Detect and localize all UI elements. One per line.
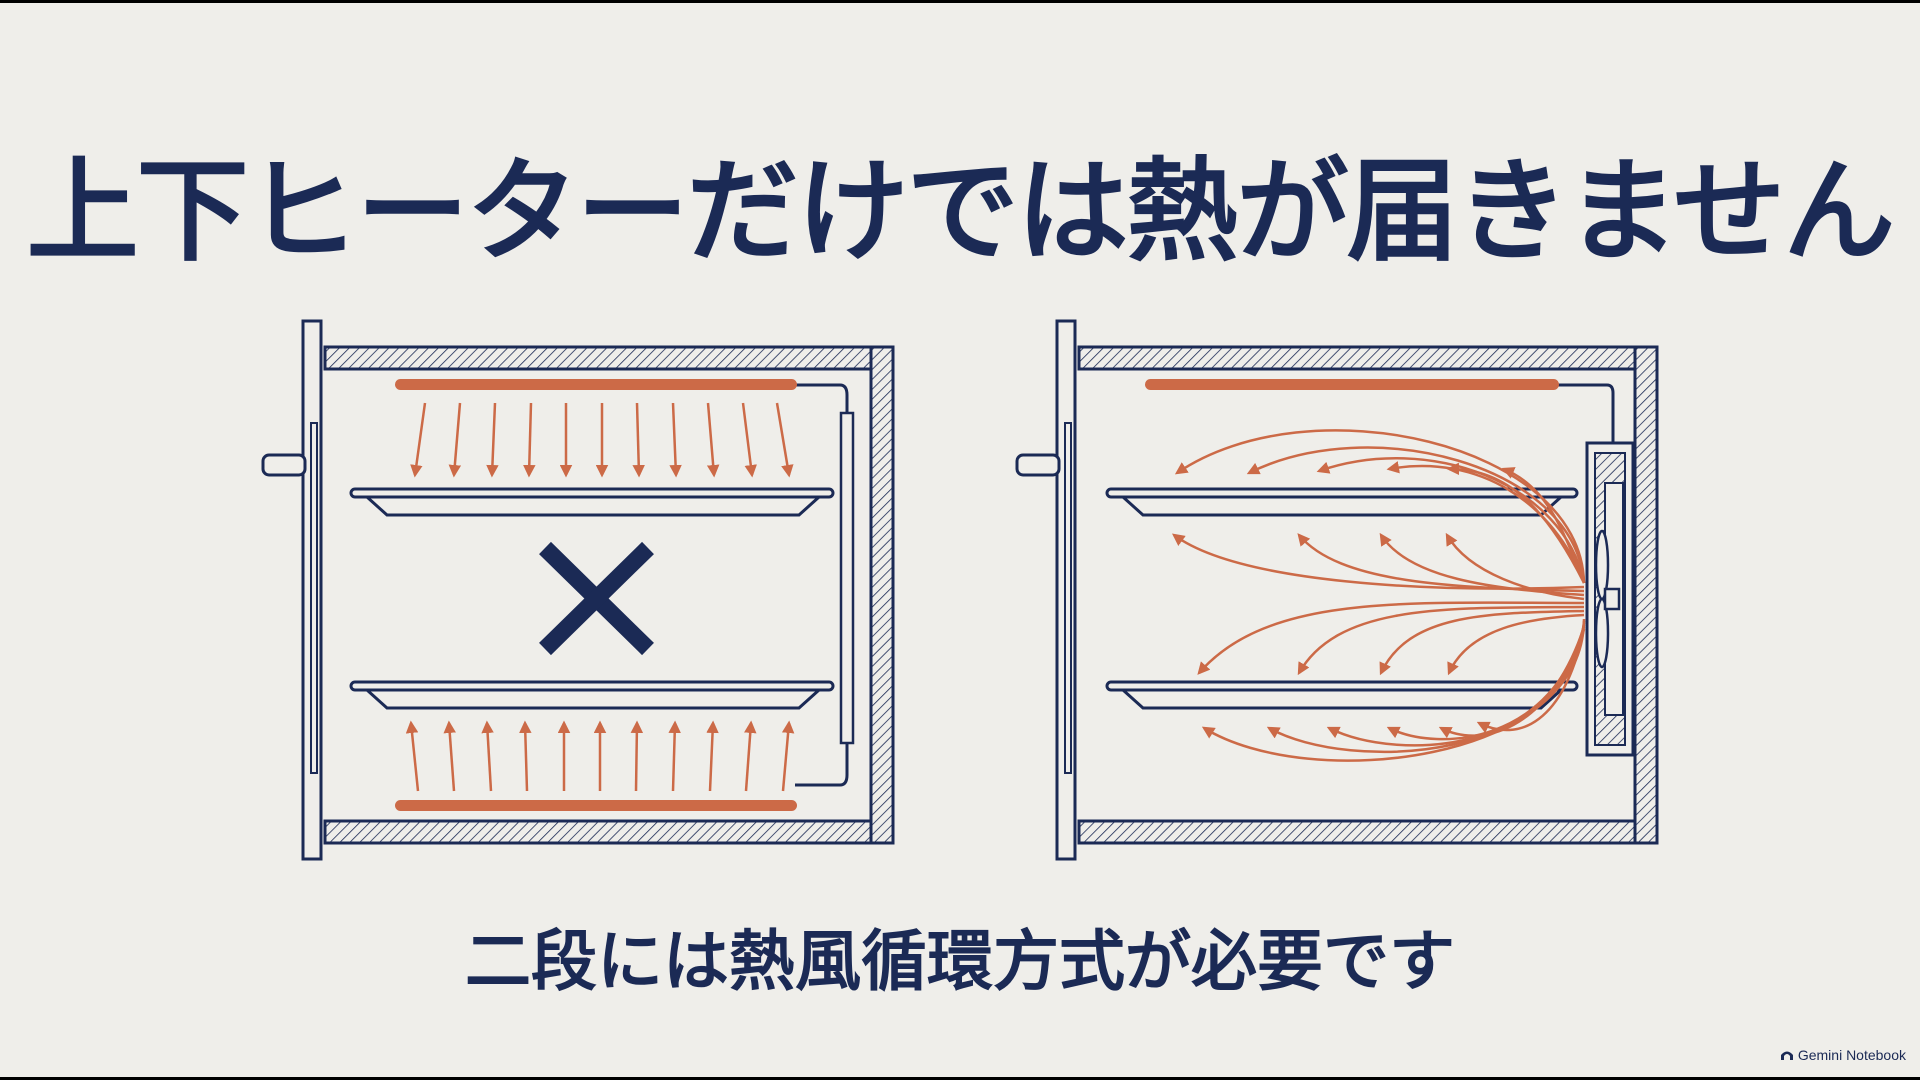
- door-handle: [261, 453, 307, 477]
- upper-tray: [349, 487, 835, 517]
- oven-diagram-conventional: [261, 319, 895, 861]
- bottom-heater: [395, 800, 797, 811]
- lower-tray: [349, 680, 835, 710]
- hot-air-flow: [1171, 429, 1586, 762]
- door-handle: [1015, 453, 1061, 477]
- upper-tray: [1105, 487, 1579, 517]
- oven-diagram-convection: [1015, 319, 1659, 861]
- gemini-logo-icon: [1780, 1051, 1793, 1060]
- top-heater: [1145, 379, 1559, 390]
- oven-wall: [1077, 345, 1659, 845]
- watermark-text: Gemini Notebook: [1797, 1047, 1906, 1063]
- slide: 上下ヒーターだけでは熱が届きません: [0, 3, 1920, 1077]
- top-heater: [395, 379, 797, 390]
- watermark: Gemini Notebook: [1780, 1047, 1906, 1063]
- page-subtitle: 二段には熱風循環方式が必要です: [465, 923, 1455, 1000]
- cross-icon: [539, 541, 654, 656]
- page-title: 上下ヒーターだけでは熱が届きません: [26, 147, 1896, 277]
- heat-arrows-down: [410, 402, 794, 478]
- fan-icon: [1594, 529, 1621, 669]
- heat-arrows-up: [405, 720, 795, 792]
- lower-tray: [1105, 680, 1579, 710]
- oven-wall: [323, 345, 895, 845]
